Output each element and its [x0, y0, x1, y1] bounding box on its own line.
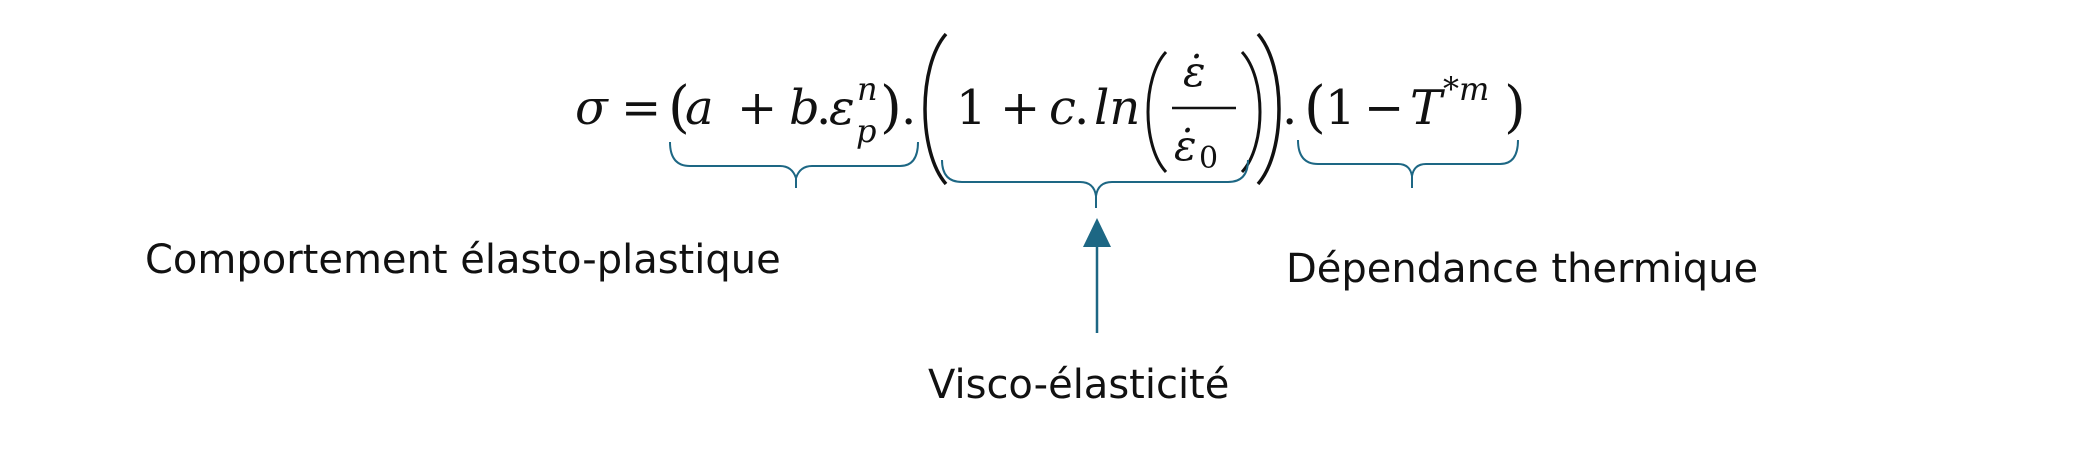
label-elasto-plastic: Comportement élasto-plastique	[145, 237, 781, 283]
sigma-symbol: σ	[575, 80, 609, 136]
label-thermal: Dépendance thermique	[1286, 246, 1758, 292]
paren-open-3: (	[1304, 75, 1326, 140]
paren-close-3: )	[1504, 75, 1526, 140]
visco-arrow	[1083, 218, 1111, 333]
number-one-1: 1	[956, 80, 987, 136]
dot-operator-3: .	[1074, 80, 1089, 136]
paren-open-1: (	[668, 75, 690, 140]
dot-operator-4: .	[1282, 80, 1297, 136]
big-paren-close	[1256, 32, 1281, 186]
subscript-zero: 0	[1199, 141, 1218, 176]
dot-operator-2: .	[901, 80, 916, 136]
inner-paren-open	[1146, 50, 1168, 174]
big-paren-open	[923, 32, 948, 186]
label-visco: Visco-élasticité	[928, 362, 1229, 408]
fraction-denominator: ε̇	[1174, 121, 1197, 170]
epsilon-p: ε	[829, 80, 855, 136]
minus-sign: −	[1364, 80, 1404, 136]
brace-thermal	[1297, 139, 1519, 188]
exponent-n: n	[857, 70, 878, 108]
arrow-head	[1083, 218, 1111, 247]
exponent-star-m: *m	[1443, 70, 1489, 108]
inner-paren-close	[1240, 50, 1262, 174]
coef-b: b	[789, 80, 820, 136]
coef-c: c	[1049, 80, 1076, 136]
equation: σ = ( a + b . ε n p ) . 1 + c . ln ε̇ ε̇…	[575, 32, 1526, 186]
ln-function: ln	[1094, 80, 1140, 136]
under-braces	[669, 139, 1519, 208]
number-one-2: 1	[1325, 80, 1356, 136]
plus-sign-1: +	[737, 80, 777, 136]
fraction-numerator: ε̇	[1183, 47, 1206, 96]
coef-a: a	[685, 80, 714, 136]
paren-close-1: )	[880, 75, 902, 140]
dot-operator-1: .	[816, 80, 831, 136]
brace-elasto-plastic	[669, 141, 919, 188]
brace-visco	[941, 159, 1249, 208]
equals-sign: =	[621, 80, 661, 136]
temperature-T: T	[1410, 80, 1445, 136]
subscript-p: p	[856, 112, 876, 150]
plus-sign-2: +	[1000, 80, 1040, 136]
